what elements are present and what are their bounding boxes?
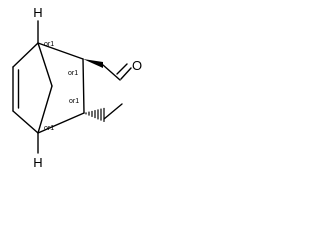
bond-c-cho: [102, 64, 121, 81]
stereo-label-c2: or1: [68, 70, 78, 77]
bond-c1-c7: [37, 42, 53, 87]
stereo-label-c1: or1: [44, 41, 54, 48]
structure-canvas: H H O or1 or1 or1 or1: [0, 0, 149, 177]
stereo-label-c3: or1: [69, 98, 79, 105]
bond-c5-c4: [12, 110, 39, 134]
norbornene-structure: H H O or1 or1 or1 or1: [12, 5, 142, 170]
hydrogen-top-label: H: [33, 5, 42, 20]
bond-c3-c4: [37, 112, 85, 134]
oxygen-label: O: [132, 58, 142, 73]
bond-c2-c3: [82, 58, 85, 114]
bond-c1-c2: [37, 42, 84, 60]
bond-c7-c4: [37, 85, 53, 134]
stereo-label-c4: or1: [44, 125, 54, 132]
bond-c1-c6: [12, 42, 39, 68]
hydrogen-bottom-label: H: [33, 155, 42, 170]
wedge-bond-c2-cho: [83, 59, 103, 68]
bond-c-o-double-b: [116, 63, 128, 75]
bond-ethyl-c2: [103, 103, 123, 120]
bond-c-o-double-a: [120, 67, 132, 80]
hash-bond-c3-ethyl: [85, 107, 105, 122]
